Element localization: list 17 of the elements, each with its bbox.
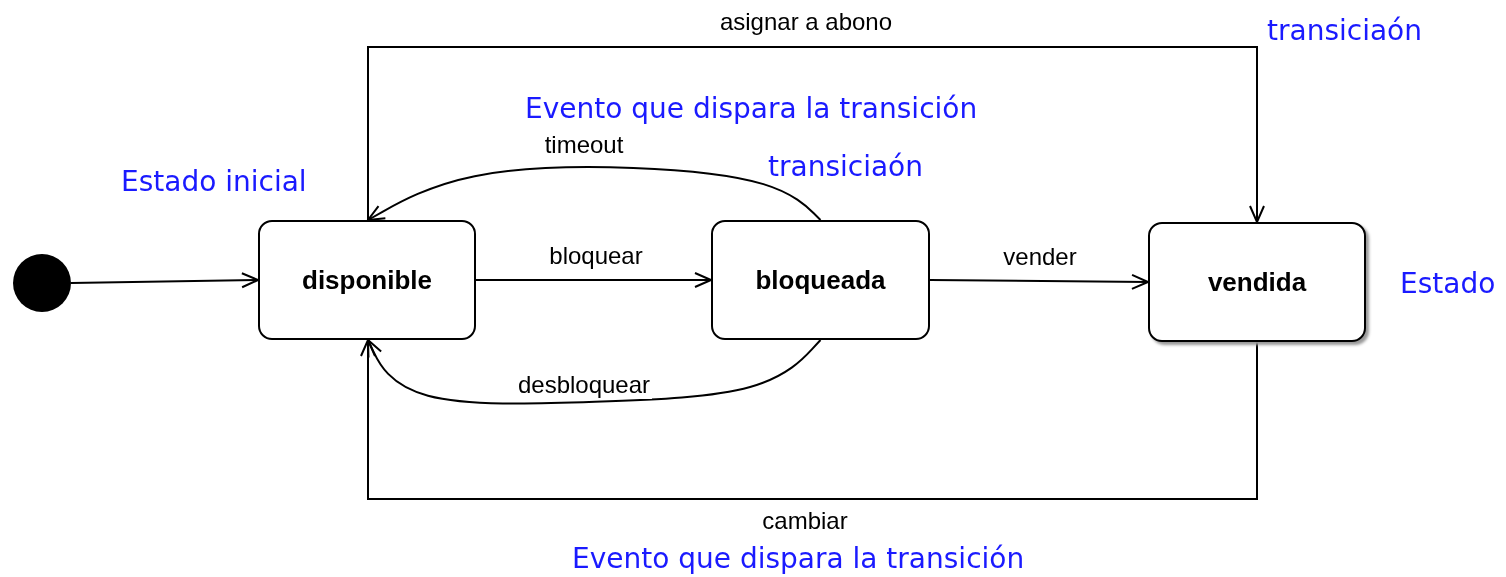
transition-arrow <box>360 339 1258 500</box>
transition-arrow <box>367 46 1265 223</box>
annotation-text: Evento que dispara la transición <box>525 91 978 125</box>
annotation-text: Evento que dispara la transición <box>572 541 1025 575</box>
state-box: bloqueada <box>711 220 930 340</box>
transition-arrow <box>475 272 712 288</box>
transition-arrow <box>367 166 822 221</box>
transition-arrow <box>929 273 1149 290</box>
annotation-text: transiciaón <box>1267 13 1422 47</box>
initial-state-circle <box>13 254 71 312</box>
transition-arrow <box>70 272 259 289</box>
annotation-text: Estado inicial <box>121 164 307 198</box>
state-box: disponible <box>258 220 476 340</box>
transition-arrow <box>367 339 822 405</box>
annotation-text: Estado <box>1400 266 1496 300</box>
state-box: vendida <box>1148 222 1366 342</box>
annotation-text: transiciaón <box>768 149 923 183</box>
